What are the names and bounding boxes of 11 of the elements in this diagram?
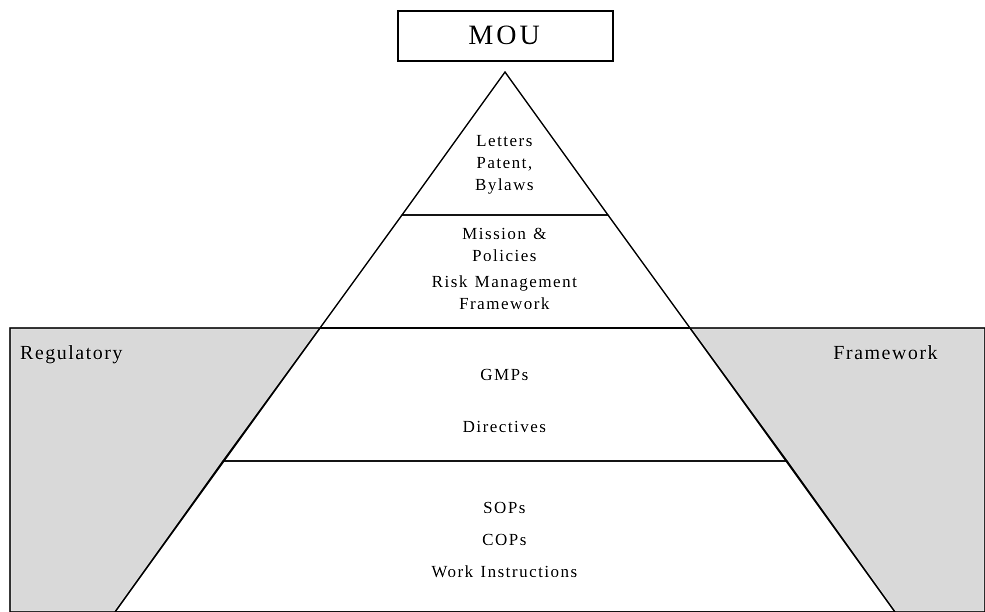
tier-label: Risk Management Framework xyxy=(430,271,580,315)
tier-label: Work Instructions xyxy=(431,561,579,583)
tier-label: GMPs xyxy=(480,364,530,386)
tier-label: COPs xyxy=(482,529,528,551)
band-label: Regulatory xyxy=(20,342,124,365)
label-box: MOU xyxy=(397,10,614,62)
band-label: Framework xyxy=(833,342,939,365)
tier-label: Mission & Policies xyxy=(461,223,549,267)
tier-label: SOPs xyxy=(483,497,527,519)
tier-label: Directives xyxy=(462,416,548,438)
tier-label: Letters Patent, Bylaws xyxy=(474,130,536,196)
